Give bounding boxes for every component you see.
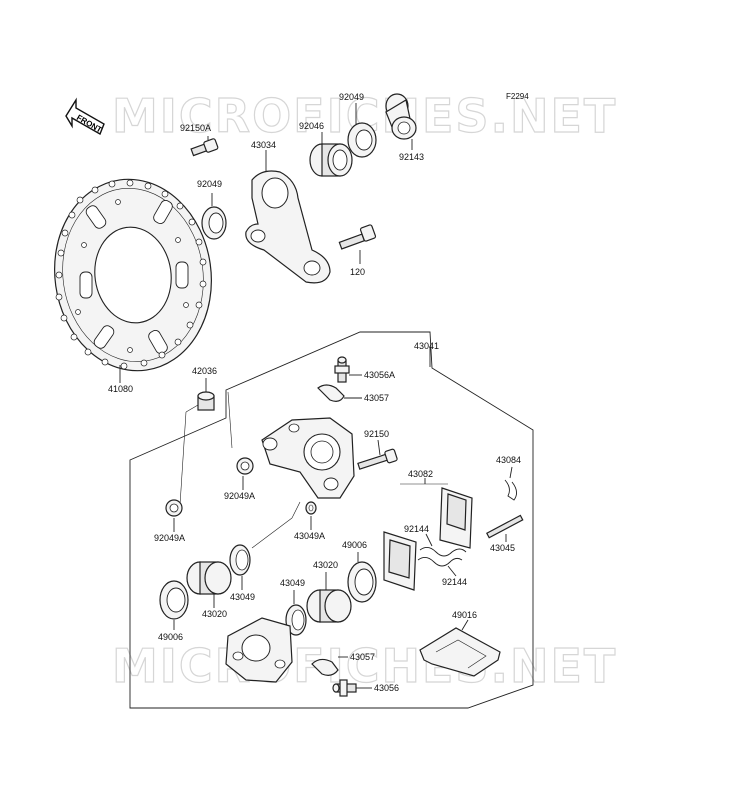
label-92049-mid: 92049 [197,179,222,189]
seal-92049-top [347,103,377,158]
pin-43045 [486,514,524,542]
seal-92049A-b [165,499,183,532]
label-92144-a: 92144 [404,524,429,534]
caliper-body-lower [225,617,293,683]
bolt-92150 [357,439,398,470]
label-92049A-b: 92049A [154,533,185,543]
bearing-92046 [309,132,353,177]
sleeve-42036 [179,378,233,506]
label-43020-b: 43020 [202,609,227,619]
label-43034: 43034 [251,140,276,150]
label-49006-a: 49006 [342,540,367,550]
caliper-body-upper [261,417,355,499]
label-43020-a: 43020 [313,560,338,570]
bleeder-valve-43056A [334,356,362,383]
label-92049A-a: 92049A [224,491,255,501]
caliper-assembly-outline-43041 [129,331,534,709]
label-92049-top: 92049 [339,92,364,102]
label-92150: 92150 [364,429,389,439]
cap-43057-bottom [311,656,348,676]
shim-92144-a [419,533,467,557]
label-43041: 43041 [414,341,439,351]
label-92144-b: 92144 [442,577,467,587]
label-120: 120 [350,267,365,277]
label-43049A: 43049A [294,531,325,541]
label-43056: 43056 [374,683,399,693]
pad-spring-49016 [419,619,501,677]
watermark-bottom: MICROFICHES.NET [112,639,617,693]
label-43082: 43082 [408,469,433,479]
cap-43057-top [317,384,362,402]
pad-set-43082 [383,478,473,591]
label-49016: 49016 [452,610,477,620]
clip-43084 [504,466,517,501]
front-arrow-icon: FRONT [65,97,105,136]
label-43056A: 43056A [364,370,395,380]
label-43057-bottom: 43057 [350,652,375,662]
label-41080: 41080 [108,384,133,394]
seal-49006-a [347,552,377,603]
label-92143: 92143 [399,152,424,162]
brake-disc-41080 [54,178,212,383]
label-43045: 43045 [490,543,515,553]
bleeder-valve-43056 [332,679,372,697]
label-43049-a: 43049 [230,592,255,602]
bolt-120 [338,224,377,264]
label-43057-top: 43057 [364,393,389,403]
caliper-bracket-43034 [245,150,331,284]
seal-49006-b [159,580,189,630]
label-49006-b: 49006 [158,632,183,642]
seal-92049-mid [201,193,227,240]
collar-92143 [385,93,417,150]
seal-43049-b [285,590,307,636]
label-92046: 92046 [299,121,324,131]
shim-92144-b [417,557,463,577]
seal-43049A [305,501,317,530]
seal-92049A-a [236,457,254,490]
label-43049-b: 43049 [280,578,305,588]
piston-43020-a [306,572,352,623]
piston-43020-b [186,561,232,608]
label-42036: 42036 [192,366,217,376]
label-43084: 43084 [496,455,521,465]
seal-43049-a [229,544,251,590]
bolt-92150A [190,136,219,157]
figure-code: F2294 [506,92,529,101]
label-92150A: 92150A [180,123,211,133]
